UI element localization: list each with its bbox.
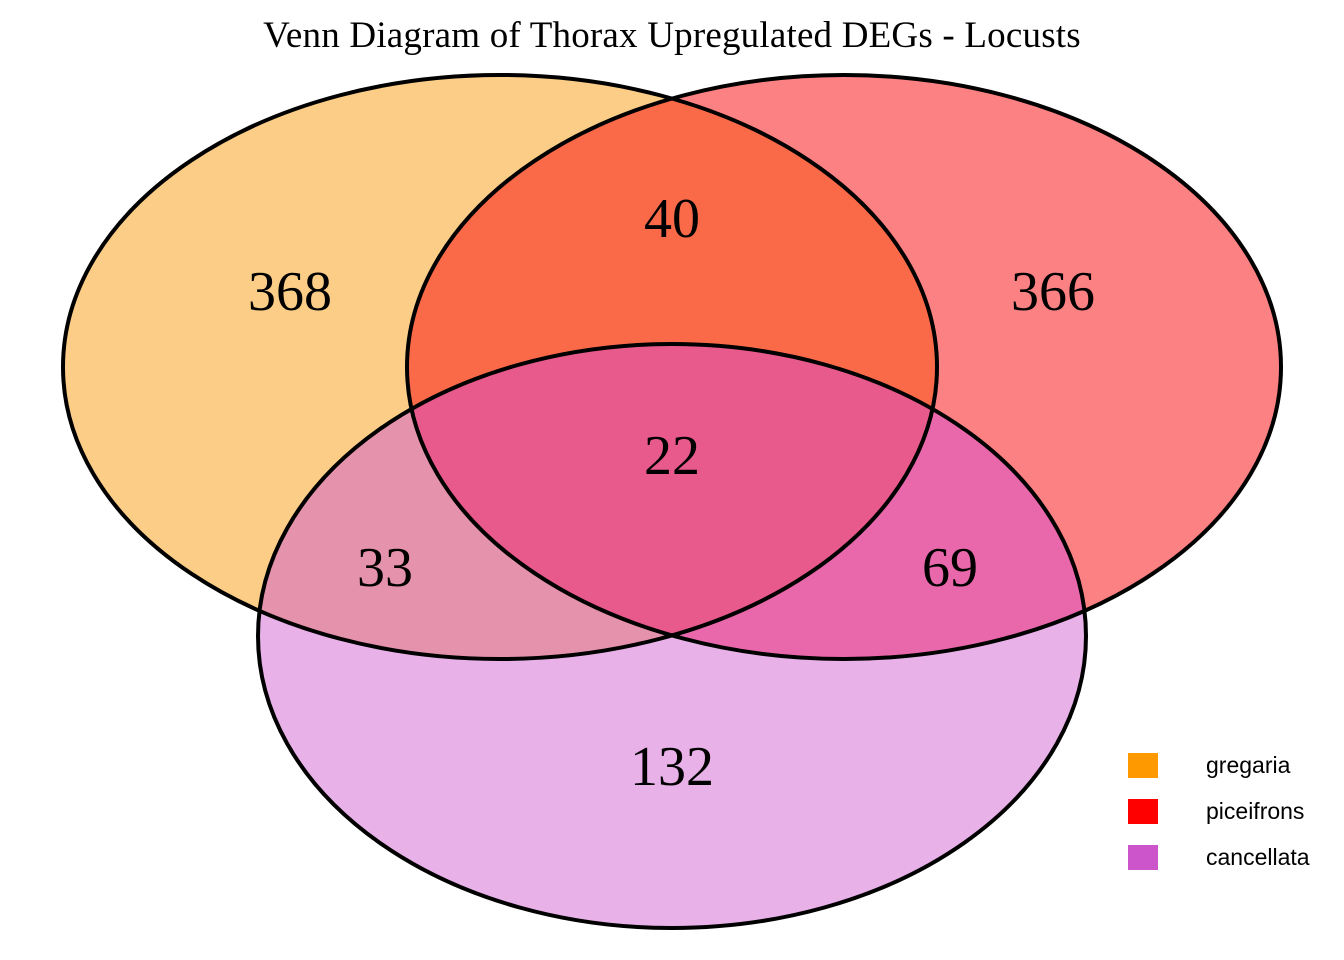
legend-label-piceifrons: piceifrons	[1206, 797, 1305, 824]
region-count-cancellata-only: 132	[630, 736, 714, 798]
region-count-piceifrons-only: 366	[1011, 261, 1095, 323]
legend-swatch-gregaria	[1128, 752, 1158, 778]
region-count-gregaria-cancellata: 33	[357, 537, 413, 599]
ellipse-piceifrons-outline	[405, 73, 1283, 661]
legend-swatch-piceifrons	[1128, 798, 1158, 824]
region-count-triple: 22	[644, 425, 700, 487]
page-title: Venn Diagram of Thorax Upregulated DEGs …	[263, 15, 1081, 56]
legend-label-cancellata: cancellata	[1206, 843, 1310, 870]
venn-outlines	[61, 73, 1283, 930]
region-count-gregaria-piceifrons: 40	[644, 188, 700, 250]
legend-item-gregaria: gregaria	[1118, 742, 1344, 788]
legend: gregaria piceifrons cancellata	[1118, 742, 1344, 880]
legend-swatch-cancellata	[1128, 844, 1158, 870]
region-count-gregaria-only: 368	[248, 261, 332, 323]
ellipse-gregaria-outline	[61, 73, 939, 661]
legend-label-gregaria: gregaria	[1206, 751, 1291, 778]
venn-region-labels: 368 366 40 22 33 69 132	[248, 188, 1095, 798]
region-count-piceifrons-cancellata: 69	[922, 537, 978, 599]
legend-item-cancellata: cancellata	[1118, 834, 1344, 880]
legend-item-piceifrons: piceifrons	[1118, 788, 1344, 834]
ellipse-cancellata-outline	[256, 342, 1088, 930]
